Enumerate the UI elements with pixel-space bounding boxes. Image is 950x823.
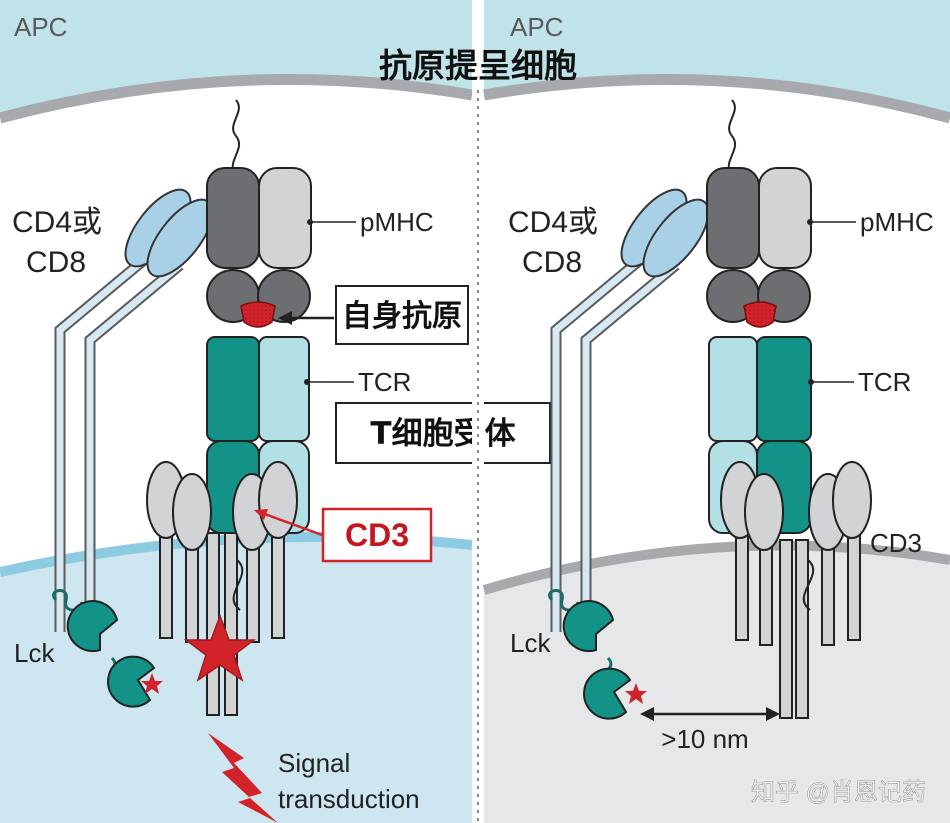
left-cd3-label: CD3: [345, 517, 409, 553]
left-coreceptor-label-line2: CD8: [26, 246, 86, 279]
right-coreceptor-label-line1: CD4或: [508, 206, 598, 239]
right-pmhc-label: pMHC: [860, 207, 934, 237]
right-panel: APC CD4或 CD8 pMHC TCR CD3 Lck >10 nm: [482, 0, 950, 823]
phospho-star-icon: [625, 683, 647, 704]
left-panel: APC CD4或 CD8 pMHC 自身抗原 TCR T细胞受体 CD3 Lck…: [0, 0, 551, 823]
right-tcr-label: TCR: [858, 367, 911, 397]
signal-label-line1: Signal: [278, 748, 350, 778]
left-pmhc: [206, 167, 312, 328]
left-apc-membrane: [0, 74, 473, 124]
signal-lightning-icon: [208, 733, 278, 823]
right-pmhc-tether: [727, 99, 737, 173]
left-coreceptor-label-line1: CD4或: [12, 206, 102, 239]
right-coreceptor-label-line2: CD8: [522, 246, 582, 279]
phospho-star-icon: [141, 673, 163, 694]
active-star-icon: [183, 613, 257, 682]
right-apc-label: APC: [510, 12, 563, 42]
right-lck: [548, 589, 647, 720]
antigen-label: 自身抗原: [342, 299, 462, 334]
right-coreceptor: [550, 188, 710, 632]
page-title: 抗原提呈细胞: [379, 46, 577, 85]
left-pmhc-label: pMHC: [360, 207, 434, 237]
left-lck-label: Lck: [14, 638, 55, 668]
right-apc-membrane: [483, 74, 950, 124]
right-pmhc: [706, 167, 812, 328]
left-lck: [52, 589, 163, 708]
signal-label-line2: transduction: [278, 784, 420, 814]
double-arrow-icon: [640, 707, 780, 721]
distance-label: >10 nm: [661, 724, 748, 754]
cd3-label-box: [321, 507, 433, 563]
right-lck-label: Lck: [510, 628, 551, 658]
left-apc-label: APC: [14, 12, 67, 42]
watermark: 知乎 @肖恩记药: [751, 779, 926, 806]
right-cd3-label: CD3: [870, 528, 922, 558]
right-tcell-membrane: [482, 540, 950, 595]
tcr-label-box: [335, 402, 551, 464]
antigen-label-box: [335, 285, 469, 345]
left-coreceptor: [54, 188, 214, 632]
right-cd3: [720, 461, 872, 719]
left-pmhc-tether: [231, 99, 241, 173]
tcr-box-label: T细胞受体: [370, 416, 515, 452]
left-tcr-label: TCR: [358, 367, 411, 397]
